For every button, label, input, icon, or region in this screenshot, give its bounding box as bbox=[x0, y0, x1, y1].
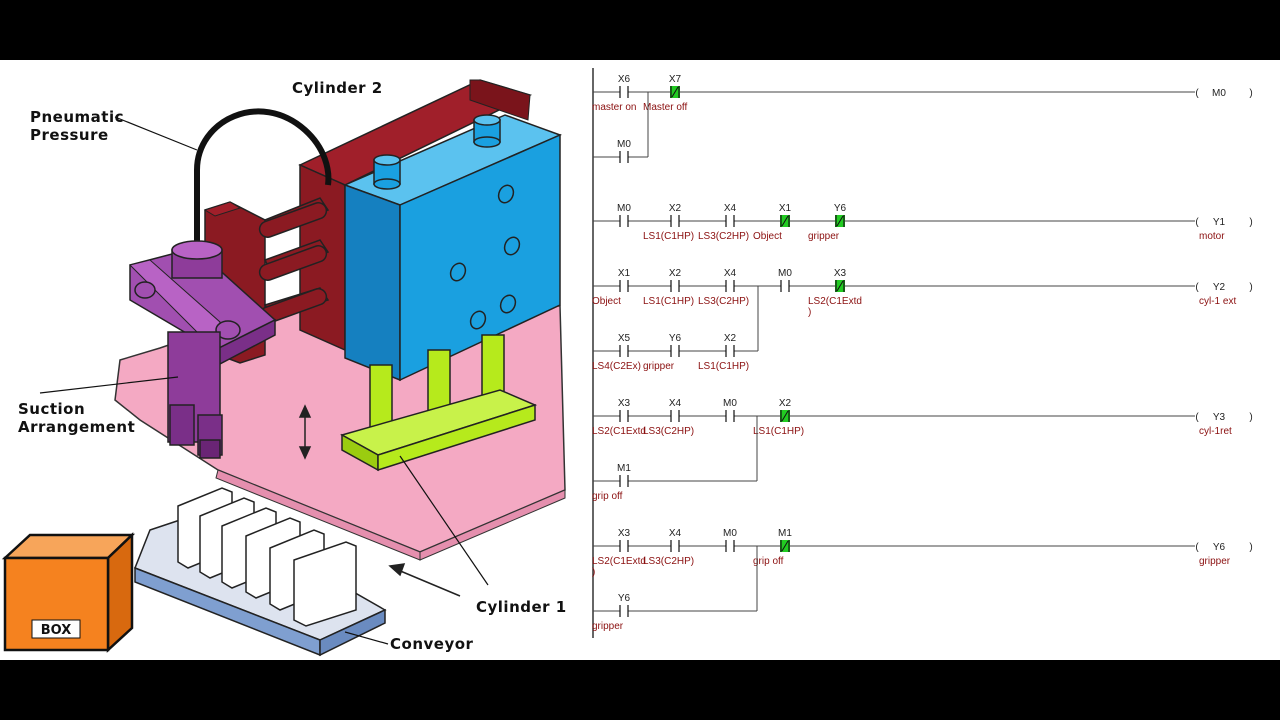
red-rods bbox=[258, 197, 330, 324]
contact-slash bbox=[836, 280, 844, 292]
coil-comment: motor bbox=[1199, 231, 1225, 242]
coil-comment: gripper bbox=[1199, 556, 1231, 567]
coil-bracket: ) bbox=[1249, 88, 1252, 99]
label-suction: Suction bbox=[18, 400, 86, 418]
coil-bracket: ( bbox=[1195, 217, 1199, 228]
contact-comment: LS2(C1Extd bbox=[808, 296, 862, 307]
contact-comment: gripper bbox=[643, 361, 675, 372]
contact-comment: LS2(C1Extd bbox=[592, 426, 646, 437]
contact-address: X4 bbox=[669, 398, 682, 409]
contact-comment: grip off bbox=[753, 556, 784, 567]
contact-address: X4 bbox=[669, 528, 682, 539]
contact-address: X4 bbox=[724, 268, 737, 279]
coil-bracket: ( bbox=[1195, 542, 1199, 553]
coil-address: Y3 bbox=[1213, 412, 1226, 423]
contact-slash bbox=[671, 86, 679, 98]
contact-address: Y6 bbox=[618, 593, 631, 604]
pneumatic-hose bbox=[194, 108, 332, 275]
contact-address: X2 bbox=[669, 268, 682, 279]
contact-slash bbox=[781, 410, 789, 422]
contact-address: X1 bbox=[618, 268, 631, 279]
contact-comment: ) bbox=[808, 307, 811, 318]
conveyor-items bbox=[177, 487, 357, 627]
contact-comment: LS1(C1HP) bbox=[643, 296, 694, 307]
contact-comment: LS4(C2Ex) bbox=[592, 361, 641, 372]
contact-comment: gripper bbox=[592, 621, 624, 632]
label-cylinder-1: Cylinder 1 bbox=[476, 598, 567, 616]
contact-address: M0 bbox=[617, 203, 631, 214]
contact-comment: LS2(C1Extd bbox=[592, 556, 646, 567]
label-arrangement: Arrangement bbox=[18, 418, 136, 436]
contact-comment: Object bbox=[753, 231, 782, 242]
contact-comment: LS1(C1HP) bbox=[753, 426, 804, 437]
contact-comment: grip off bbox=[592, 491, 623, 502]
contact-address: X3 bbox=[834, 268, 847, 279]
contact-address: M1 bbox=[617, 463, 631, 474]
coil-comment: cyl-1ret bbox=[1199, 426, 1232, 437]
feed-arrow bbox=[388, 563, 461, 597]
box-label: BOX bbox=[41, 623, 72, 638]
contact-address: M0 bbox=[617, 139, 631, 150]
contact-comment: Object bbox=[592, 296, 621, 307]
contact-address: X7 bbox=[669, 74, 682, 85]
coil-bracket: ) bbox=[1249, 282, 1252, 293]
coil-bracket: ) bbox=[1249, 542, 1252, 553]
contact-address: X1 bbox=[779, 203, 792, 214]
coil-bracket: ) bbox=[1249, 412, 1252, 423]
coil-bracket: ( bbox=[1195, 88, 1199, 99]
cylinder2-front bbox=[399, 133, 561, 382]
contact-address: X3 bbox=[618, 528, 631, 539]
label-cylinder-2: Cylinder 2 bbox=[292, 79, 383, 97]
contact-address: M0 bbox=[723, 528, 737, 539]
contact-comment: LS3(C2HP) bbox=[698, 296, 749, 307]
contact-comment: ) bbox=[592, 567, 595, 578]
contact-address: M0 bbox=[723, 398, 737, 409]
coil-bracket: ) bbox=[1249, 217, 1252, 228]
contact-address: M0 bbox=[778, 268, 792, 279]
coil-bracket: ( bbox=[1195, 282, 1199, 293]
coil-address: Y1 bbox=[1213, 217, 1226, 228]
contact-address: X5 bbox=[618, 333, 631, 344]
coil-address: M0 bbox=[1212, 88, 1226, 99]
coil-bracket: ( bbox=[1195, 412, 1199, 423]
contact-address: Y6 bbox=[834, 203, 847, 214]
box-label-bg bbox=[31, 619, 81, 639]
coil-address: Y2 bbox=[1213, 282, 1226, 293]
machine-illustration: BOX Cylinder 2 Pneumatic Pressure Suctio… bbox=[0, 60, 575, 660]
label-conveyor: Conveyor bbox=[390, 635, 474, 653]
contact-comment: LS3(C2HP) bbox=[643, 426, 694, 437]
contact-comment: LS3(C2HP) bbox=[643, 556, 694, 567]
contact-comment: master on bbox=[592, 102, 636, 113]
contact-comment: LS1(C1HP) bbox=[643, 231, 694, 242]
content-area: BOX Cylinder 2 Pneumatic Pressure Suctio… bbox=[0, 60, 1280, 660]
machine-drawing: BOX bbox=[1, 79, 566, 657]
contact-address: Y6 bbox=[669, 333, 682, 344]
label-pressure: Pressure bbox=[30, 126, 109, 144]
label-pneumatic: Pneumatic bbox=[30, 108, 124, 126]
contact-comment: Master off bbox=[643, 102, 687, 113]
contact-comment: LS3(C2HP) bbox=[698, 231, 749, 242]
contact-address: X2 bbox=[669, 203, 682, 214]
contact-address: M1 bbox=[778, 528, 792, 539]
contact-address: X6 bbox=[618, 74, 631, 85]
box-3d bbox=[1, 532, 136, 653]
contact-comment: LS1(C1HP) bbox=[698, 361, 749, 372]
contact-address: X4 bbox=[724, 203, 737, 214]
contact-address: X2 bbox=[779, 398, 792, 409]
contact-slash bbox=[781, 540, 789, 552]
contact-address: X3 bbox=[618, 398, 631, 409]
contact-slash bbox=[836, 215, 844, 227]
coil-comment: cyl-1 ext bbox=[1199, 296, 1236, 307]
vertical-motion-arrow bbox=[298, 404, 312, 460]
coil-address: Y6 bbox=[1213, 542, 1226, 553]
leader-lines bbox=[39, 116, 489, 645]
contact-slash bbox=[781, 215, 789, 227]
cylinder2-side bbox=[344, 183, 401, 382]
contact-comment: gripper bbox=[808, 231, 840, 242]
contact-address: X2 bbox=[724, 333, 737, 344]
